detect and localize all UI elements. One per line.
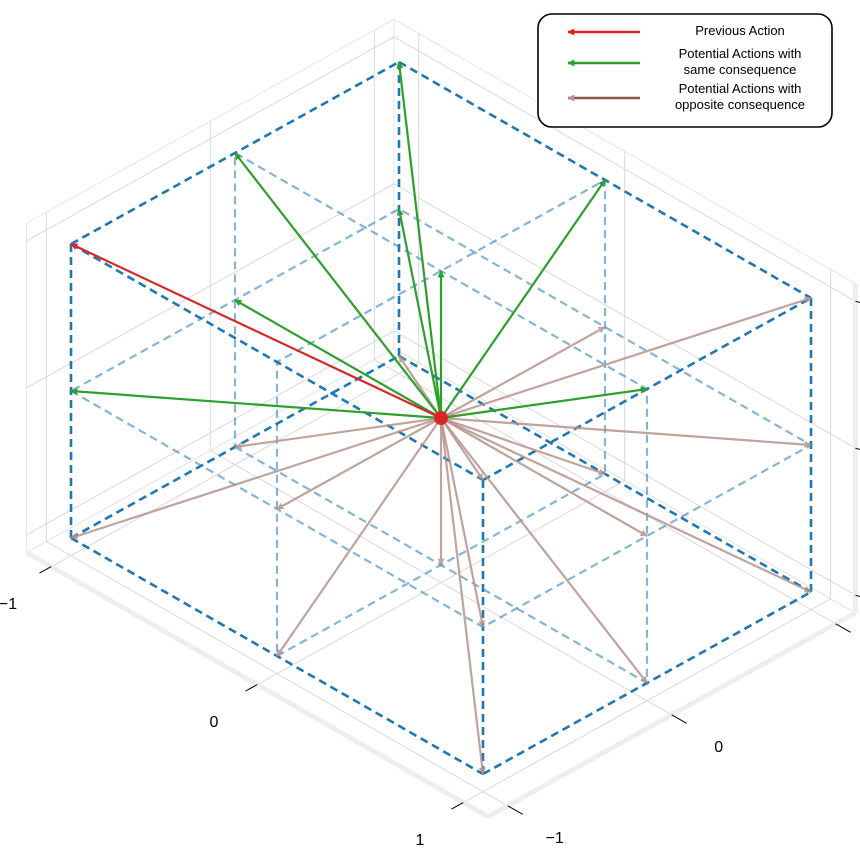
z-tick-mark — [855, 447, 860, 451]
y-tick-mark — [835, 623, 851, 633]
y-tick-mark — [671, 714, 687, 724]
vector-arrow — [439, 417, 486, 628]
z-tick-mark — [855, 594, 860, 598]
legend-label-line: opposite consequence — [675, 97, 805, 112]
x-tick-mark — [451, 802, 464, 810]
vector-arrow — [440, 386, 648, 420]
vector-arrow — [440, 179, 606, 419]
left-pane — [26, 18, 395, 554]
x-tick-label: −1 — [0, 596, 17, 613]
legend-label-line: Previous Action — [695, 23, 785, 38]
legend-label-line: Potential Actions with — [679, 81, 802, 96]
vector-arrow — [234, 152, 442, 419]
x-axis-line — [25, 550, 490, 819]
vector-arrow — [440, 417, 648, 537]
vector-arrows — [70, 61, 812, 775]
grid-line — [393, 183, 856, 449]
x-tick-label: 1 — [416, 832, 425, 849]
legend-label-line: same consequence — [684, 62, 797, 77]
vector-arrow — [396, 208, 443, 419]
vector-arrow — [234, 299, 442, 419]
grid-line — [463, 598, 831, 804]
vector-arrow — [440, 417, 648, 684]
z-tick-mark — [855, 300, 860, 304]
x-tick-mark — [245, 684, 258, 692]
vector-arrow — [70, 416, 442, 540]
origin-layer — [434, 411, 448, 425]
vector-arrow — [396, 61, 443, 419]
grid-line — [210, 450, 672, 716]
vector-series — [70, 243, 442, 419]
y-tick-label: 0 — [714, 739, 723, 756]
grid-line — [393, 36, 856, 302]
vector-arrow — [440, 417, 812, 593]
vector-arrow — [234, 416, 442, 450]
vector-arrow — [440, 296, 812, 420]
vector-arrow — [439, 417, 486, 775]
vector-arrow — [276, 417, 442, 657]
vector-series — [70, 61, 648, 420]
grid-line — [26, 36, 395, 242]
origin-point — [434, 411, 448, 425]
y-tick-mark — [507, 805, 523, 815]
vector-arrow — [440, 416, 812, 449]
vector-arrow — [70, 387, 442, 420]
x-tick-mark — [39, 566, 52, 574]
vector-arrow — [440, 416, 606, 476]
x-tick-label: 0 — [210, 714, 219, 731]
vector-arrow — [70, 243, 442, 419]
vector-arrow — [276, 417, 442, 510]
vector-arrow — [440, 326, 606, 419]
y-tick-label: −1 — [546, 830, 564, 847]
legend-label: Previous Action — [695, 23, 785, 38]
vector-series — [70, 296, 812, 775]
grid-line — [26, 183, 395, 389]
legend-label-line: Potential Actions with — [679, 46, 802, 61]
tick-labels: −101−101−101 — [0, 300, 860, 849]
